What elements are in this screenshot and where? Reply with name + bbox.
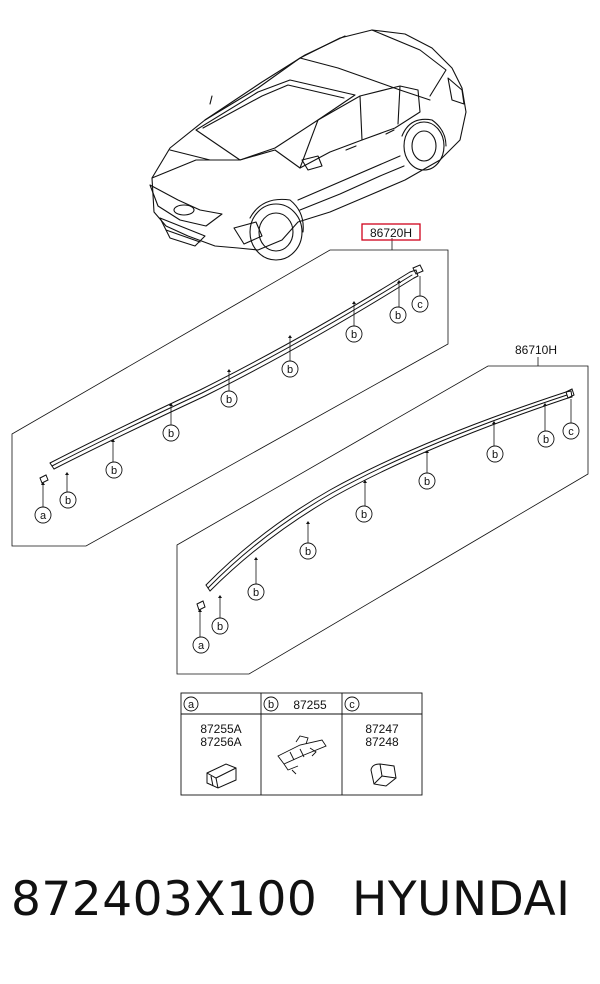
- legend-c-part-1: 87247: [365, 722, 399, 736]
- svg-text:b: b: [111, 465, 117, 477]
- part-number: 872403X100: [11, 872, 318, 927]
- clip-b-illustration: [277, 735, 327, 775]
- upper-marker-arrowheads: [41, 280, 401, 485]
- car-illustration: [149, 29, 467, 261]
- svg-text:a: a: [198, 640, 205, 652]
- svg-text:b: b: [226, 394, 232, 406]
- svg-text:b: b: [217, 621, 223, 633]
- lower-assembly-frame: [176, 365, 589, 675]
- svg-text:a: a: [40, 510, 47, 522]
- svg-text:b: b: [351, 329, 357, 341]
- svg-text:c: c: [349, 699, 355, 711]
- legend-a-part-1: 87255A: [200, 722, 241, 736]
- legend-a-part-2: 87256A: [200, 735, 241, 749]
- svg-text:b: b: [395, 310, 401, 322]
- lower-marker-b-6[interactable]: b: [486, 445, 504, 463]
- clip-c-illustration: [370, 763, 397, 787]
- brand-name: HYUNDAI: [352, 872, 571, 927]
- svg-text:b: b: [268, 699, 274, 711]
- lower-end-clip-rear: [565, 388, 575, 399]
- upper-marker-b-5[interactable]: b: [281, 360, 299, 378]
- upper-marker-b-1[interactable]: b: [59, 491, 77, 509]
- legend-table: [180, 692, 423, 796]
- upper-marker-b-7[interactable]: b: [389, 306, 407, 324]
- legend-cell-b[interactable]: b 87255: [263, 696, 327, 775]
- svg-text:b: b: [305, 546, 311, 558]
- lower-marker-b-1[interactable]: b: [211, 617, 229, 635]
- lower-marker-c[interactable]: c: [562, 422, 580, 440]
- legend-cell-a[interactable]: a 87255A 87256A: [183, 696, 242, 789]
- upper-marker-leaders: [42, 276, 421, 507]
- svg-text:b: b: [168, 428, 174, 440]
- callout-box-upper[interactable]: [361, 223, 421, 241]
- svg-text:b: b: [492, 449, 498, 461]
- upper-marker-b-4[interactable]: b: [220, 390, 238, 408]
- svg-text:b: b: [253, 587, 259, 599]
- upper-marker-b-3[interactable]: b: [162, 424, 180, 442]
- legend-b-part: 87255: [293, 698, 327, 712]
- footer: 872403X100 HYUNDAI: [0, 872, 600, 952]
- callout-label-lower[interactable]: 86710H: [515, 343, 557, 357]
- callout-label-upper: 86720H: [370, 226, 412, 240]
- svg-text:b: b: [287, 364, 293, 376]
- svg-text:b: b: [543, 434, 549, 446]
- legend-cell-c[interactable]: c 87247 87248: [344, 696, 399, 787]
- legend-marker-b: b: [263, 696, 279, 712]
- clip-a-illustration: [206, 763, 237, 789]
- legend-marker-a: a: [183, 696, 199, 712]
- svg-text:b: b: [424, 476, 430, 488]
- svg-text:b: b: [65, 495, 71, 507]
- lower-marker-b-4[interactable]: b: [355, 505, 373, 523]
- lower-marker-b-2[interactable]: b: [247, 583, 265, 601]
- upper-assembly-frame: [11, 249, 449, 547]
- upper-marker-a[interactable]: a: [34, 506, 52, 524]
- legend-c-part-2: 87248: [365, 735, 399, 749]
- upper-marker-b-2[interactable]: b: [105, 461, 123, 479]
- upper-end-clip-rear: [412, 264, 424, 275]
- lower-marker-leaders: [199, 399, 572, 637]
- upper-end-clip-front: [39, 474, 49, 484]
- lower-marker-b-5[interactable]: b: [418, 472, 436, 490]
- lower-marker-b-3[interactable]: b: [299, 542, 317, 560]
- svg-text:c: c: [417, 299, 423, 311]
- legend-marker-c: c: [344, 696, 360, 712]
- lower-marker-a[interactable]: a: [192, 636, 210, 654]
- lower-roof-moulding[interactable]: [205, 390, 573, 592]
- upper-marker-b-6[interactable]: b: [345, 325, 363, 343]
- svg-text:b: b: [361, 509, 367, 521]
- lower-marker-b-7[interactable]: b: [537, 430, 555, 448]
- lower-marker-arrowheads: [198, 403, 547, 612]
- upper-marker-c[interactable]: c: [411, 295, 429, 313]
- svg-text:c: c: [568, 426, 574, 438]
- svg-text:a: a: [188, 699, 195, 711]
- upper-roof-moulding[interactable]: [49, 269, 419, 470]
- lower-end-clip-front: [196, 600, 206, 611]
